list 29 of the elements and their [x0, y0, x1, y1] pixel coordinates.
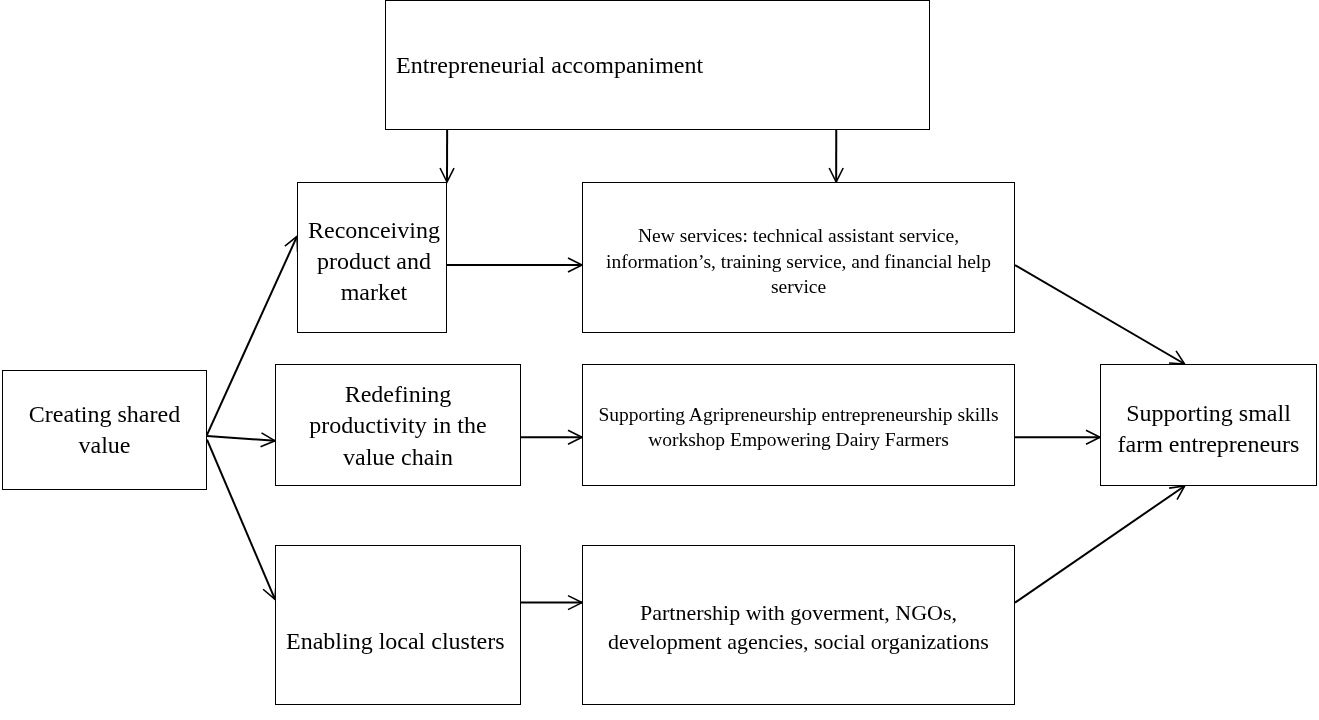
process-box — [2, 370, 207, 490]
box-label: Entrepreneurial accompaniment — [396, 51, 704, 81]
arrow — [206, 438, 277, 601]
arrow — [206, 235, 299, 436]
process-box — [582, 364, 1015, 486]
process-box — [297, 182, 447, 333]
box-label: Supporting Agripreneurship entrepreneurship skills workshop Empowering Dairy Farmers — [597, 402, 1000, 452]
box-label: Creating shared value — [27, 399, 182, 460]
process-box — [275, 545, 521, 705]
box-label: New services: technical assistant service, information’s, training service, and financial help service — [605, 224, 992, 300]
arrow — [520, 429, 583, 445]
arrow — [520, 594, 583, 611]
arrow — [828, 129, 844, 183]
arrow — [206, 432, 276, 448]
arrow — [439, 129, 455, 183]
box-label: Partnership with goverment, NGOs, development agencies, social organizations — [607, 599, 990, 656]
arrow — [1014, 264, 1186, 365]
process-box — [385, 0, 930, 130]
process-box — [275, 364, 521, 486]
arrow — [1014, 429, 1101, 445]
process-box — [582, 545, 1015, 705]
box-label: Reconceiving product and market — [308, 215, 440, 308]
process-box — [1100, 364, 1317, 486]
arrow — [1014, 485, 1186, 604]
arrow — [446, 257, 583, 273]
process-box — [582, 182, 1015, 333]
box-label: Redefining productivity in the value chain — [308, 380, 488, 472]
box-label: Enabling local clusters — [286, 627, 505, 657]
box-label: Supporting small farm entrepreneurs — [1116, 398, 1301, 459]
